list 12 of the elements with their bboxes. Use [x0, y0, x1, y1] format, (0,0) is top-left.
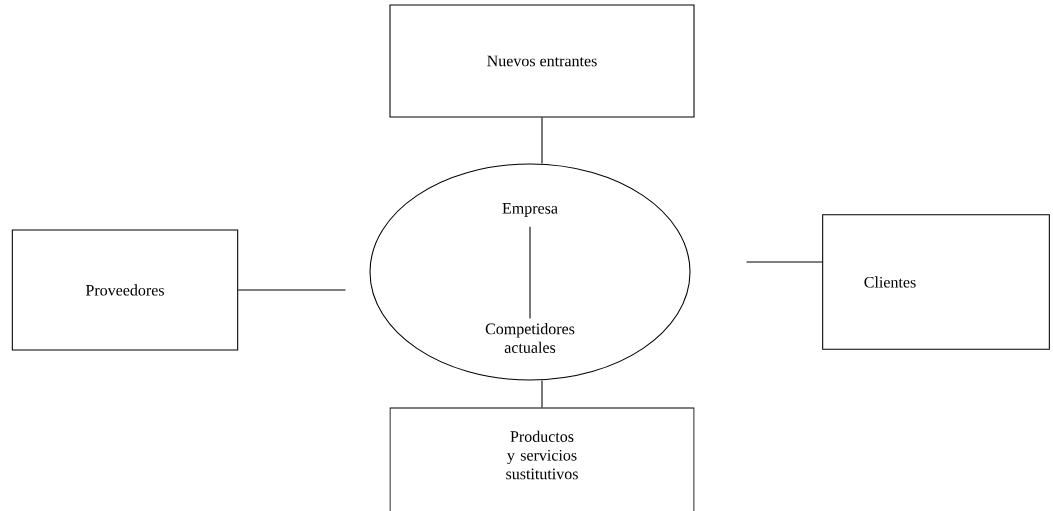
connector-line [541, 117, 543, 164]
force-box: Nuevos entrantes [389, 4, 695, 118]
connector-line [541, 380, 543, 408]
connector-line [529, 226, 531, 320]
connector-line [237, 289, 346, 291]
node-text: Empresa [502, 203, 558, 217]
company-ellipse [369, 163, 691, 381]
force-box: Proveedores [11, 229, 239, 351]
force-box: Clientes [822, 214, 1050, 350]
node-text: Competidores actuales [485, 323, 575, 353]
connector-line [746, 261, 823, 263]
force-box: Productos y servicios sustitutivos [389, 407, 695, 511]
